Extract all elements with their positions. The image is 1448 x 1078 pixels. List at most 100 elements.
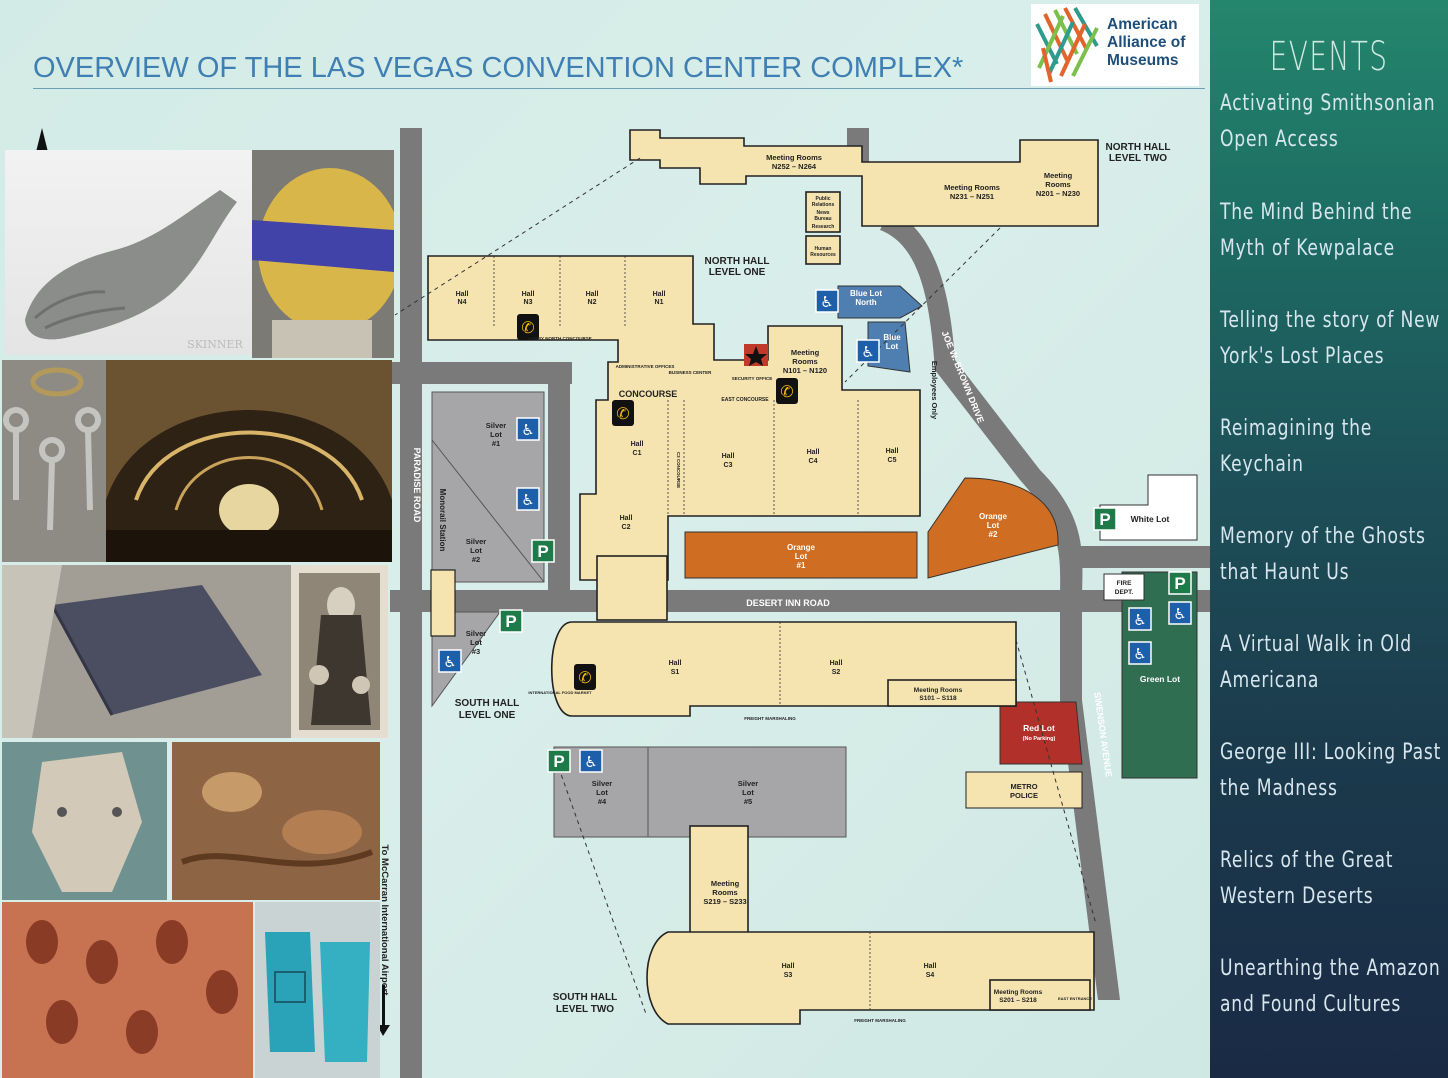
event-item-4[interactable]: Reimagining the Keychain [1220, 411, 1444, 483]
svg-text:#2: #2 [472, 555, 480, 564]
svg-text:♿: ♿ [521, 491, 534, 509]
svg-text:Lot: Lot [470, 546, 482, 555]
svg-text:Orange: Orange [979, 512, 1008, 521]
svg-text:N252 – N264: N252 – N264 [772, 162, 817, 171]
accessible-parking-icons: ♿ ♿ ♿ ♿ ♿ ♿ ♿ ♿ ♿ [438, 289, 1192, 773]
svg-text:Public: Public [815, 196, 830, 202]
svg-text:♿: ♿ [584, 753, 597, 771]
event-item-3-line-2: York's Lost Places [1220, 344, 1385, 369]
event-item-5[interactable]: Memory of the Ghosts that Haunt Us [1220, 519, 1444, 591]
event-item-6[interactable]: A Virtual Walk in Old Americana [1220, 627, 1444, 699]
connector-corridor [596, 555, 668, 621]
svg-text:N231 – N251: N231 – N251 [950, 192, 994, 201]
svg-text:♿: ♿ [1133, 611, 1146, 629]
svg-text:#2: #2 [989, 530, 998, 539]
svg-text:SOUTH HALL: SOUTH HALL [455, 698, 519, 709]
svg-text:#3: #3 [472, 647, 480, 656]
convention-center-map: ✆ ✆ ✆ ✆ ♿ ♿ ♿ ♿ ♿ ♿ ♿ ♿ ♿ P P P P P NORT… [36, 128, 1210, 1078]
svg-text:C5: C5 [888, 457, 897, 464]
event-item-7[interactable]: George III: Looking Past the Madness [1220, 735, 1444, 807]
svg-text:INTERNATIONAL FOOD MARKET: INTERNATIONAL FOOD MARKET [528, 690, 592, 695]
events-heading: EVENTS [1269, 34, 1389, 80]
svg-text:Red Lot: Red Lot [1023, 723, 1055, 733]
svg-text:S219 – S233: S219 – S233 [703, 897, 746, 906]
svg-text:ADMINISTRATIVE OFFICES: ADMINISTRATIVE OFFICES [616, 364, 675, 369]
roads [390, 128, 1210, 1078]
svg-text:Lot: Lot [886, 342, 899, 351]
svg-text:SOUTH HALL: SOUTH HALL [553, 992, 617, 1003]
event-item-3[interactable]: Telling the story of New York's Lost Pla… [1220, 303, 1444, 375]
parking-sign-icons: P P P P P [499, 507, 1192, 773]
svg-text:#1: #1 [797, 561, 806, 570]
svg-text:BUSINESS CENTER: BUSINESS CENTER [669, 370, 713, 375]
event-item-7-line-1: George III: Looking Past [1220, 740, 1442, 765]
svg-text:S201 – S218: S201 – S218 [999, 997, 1037, 1004]
svg-text:#4: #4 [598, 797, 607, 806]
star-icon [744, 344, 768, 366]
event-item-6-line-2: Americana [1220, 668, 1320, 693]
north-connector-road [390, 362, 572, 384]
svg-text:#1: #1 [492, 439, 500, 448]
svg-text:✆: ✆ [780, 382, 793, 401]
north-hall-level-two [629, 129, 1099, 227]
svg-text:P: P [1174, 574, 1185, 593]
event-item-5-line-1: Memory of the Ghosts [1220, 524, 1426, 549]
event-item-6-line-1: A Virtual Walk in Old [1220, 632, 1412, 657]
svg-text:METRO: METRO [1010, 782, 1037, 791]
svg-text:✆: ✆ [616, 404, 629, 423]
svg-text:EAST ENTRANCE: EAST ENTRANCE [1058, 996, 1092, 1001]
svg-text:EAST CONCOURSE: EAST CONCOURSE [721, 397, 769, 403]
svg-text:N3: N3 [524, 299, 533, 306]
fire-dept [1103, 573, 1145, 601]
svg-text:North: North [855, 298, 876, 307]
map-labels: NORTH HALL LEVEL TWO Meeting Rooms N252 … [455, 142, 1180, 1023]
svg-text:Silver: Silver [592, 779, 613, 788]
event-item-1-line-1: Activating Smithsonian [1220, 91, 1436, 116]
svg-text:Hall: Hall [631, 441, 644, 448]
svg-text:✆: ✆ [521, 318, 534, 337]
event-item-2-line-2: Myth of Kewpalace [1220, 236, 1395, 261]
s219-wing [689, 825, 749, 935]
svg-text:FREIGHT MARSHALING: FREIGHT MARSHALING [744, 716, 796, 721]
event-item-9-line-1: Unearthing the Amazon [1220, 956, 1441, 981]
svg-text:✆: ✆ [578, 668, 591, 687]
event-item-1[interactable]: Activating Smithsonian Open Access [1220, 86, 1444, 158]
svg-text:C3 CONCOURSE: C3 CONCOURSE [676, 452, 681, 488]
photo-stone-hand: SKINNER [5, 150, 252, 355]
event-item-8[interactable]: Relics of the Great Western Deserts [1220, 843, 1444, 915]
photo-yellow-sphere [252, 150, 394, 358]
svg-text:Hall: Hall [722, 453, 735, 460]
svg-text:Meeting: Meeting [791, 348, 820, 357]
photo-keys [2, 360, 106, 562]
svg-text:S4: S4 [926, 972, 935, 979]
svg-text:DEPT.: DEPT. [1115, 589, 1134, 596]
svg-text:Silver: Silver [466, 537, 487, 546]
photo-stone-sarcophagus [2, 565, 291, 738]
svg-text:Lot: Lot [470, 638, 482, 647]
level-connectors [394, 157, 1097, 1015]
svg-text:S2: S2 [832, 669, 841, 676]
north-level-two-a: NORTH HALL [1106, 142, 1171, 153]
svg-text:♿: ♿ [1173, 605, 1186, 623]
photo-horse-head [2, 742, 167, 900]
svg-text:Meeting Rooms: Meeting Rooms [914, 687, 963, 694]
telephone-icons: ✆ ✆ ✆ ✆ [517, 314, 798, 690]
aam-logo: American Alliance of Museums [1031, 4, 1199, 86]
photo-cave-paintings [172, 742, 380, 900]
event-item-9[interactable]: Unearthing the Amazon and Found Cultures [1220, 951, 1444, 1023]
svg-text:Hall: Hall [653, 291, 666, 298]
s101-box [887, 679, 1017, 707]
svg-text:CONCOURSE: CONCOURSE [619, 389, 678, 399]
svg-text:Meeting: Meeting [711, 879, 740, 888]
svg-text:Green Lot: Green Lot [1140, 674, 1180, 684]
logo-line-1: American [1107, 16, 1178, 33]
svg-text:Rooms: Rooms [1045, 180, 1070, 189]
svg-text:Rooms: Rooms [792, 357, 817, 366]
monorail-station-box [430, 569, 456, 637]
event-item-2[interactable]: The Mind Behind the Myth of Kewpalace [1220, 195, 1444, 267]
buildings [427, 129, 1099, 1025]
svg-text:P: P [553, 752, 564, 771]
svg-text:♿: ♿ [521, 421, 534, 439]
svg-text:C4: C4 [809, 458, 818, 465]
svg-text:S101 – S118: S101 – S118 [919, 695, 957, 702]
